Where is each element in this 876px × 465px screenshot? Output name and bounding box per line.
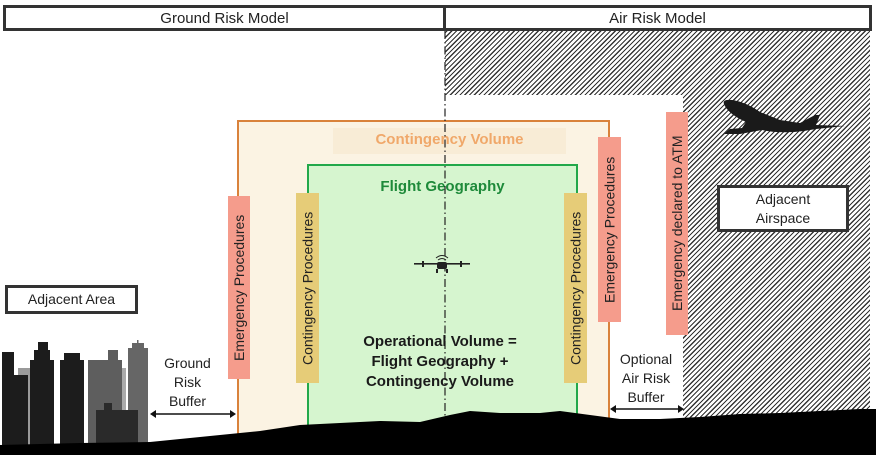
- flight-geography-label: Flight Geography: [380, 178, 505, 195]
- city-skyline-icon: [2, 340, 148, 448]
- center-divider-line: [444, 31, 446, 431]
- emergency-procedures-left: Emergency Procedures: [228, 196, 250, 379]
- ground-risk-buffer-line1: Ground: [164, 355, 211, 371]
- air-risk-buffer-line1: Optional: [619, 351, 673, 367]
- contingency-volume-label-bg: [333, 128, 566, 154]
- operational-volume-line2: Flight Geography +: [371, 353, 509, 370]
- emergency-procedures-right: Emergency Procedures: [598, 137, 621, 322]
- ground-risk-buffer-label: Ground Risk Buffer: [150, 354, 225, 411]
- operational-volume-text: Operational Volume = Flight Geography + …: [340, 332, 540, 392]
- ground-risk-model-header: Ground Risk Model: [3, 5, 446, 31]
- adjacent-airspace-label: Adjacent Airspace: [717, 185, 849, 232]
- air-risk-buffer-line3: Buffer: [627, 389, 665, 405]
- drone-icon: [414, 255, 470, 273]
- air-risk-model-header: Air Risk Model: [443, 5, 872, 31]
- operational-volume-line1: Operational Volume =: [363, 333, 517, 350]
- air-risk-buffer-label: Optional Air Risk Buffer: [608, 350, 684, 407]
- contingency-procedures-left: Contingency Procedures: [296, 193, 319, 383]
- ground-risk-buffer-line3: Buffer: [168, 393, 207, 409]
- air-risk-buffer-line2: Air Risk: [621, 370, 671, 386]
- ground-risk-buffer-arrow: [150, 410, 236, 418]
- ground-risk-buffer-line2: Risk: [173, 374, 202, 390]
- airplane-icon: [723, 99, 845, 134]
- adjacent-airspace-line1: Adjacent: [755, 191, 811, 208]
- operational-volume-line3: Contingency Volume: [365, 373, 515, 390]
- contingency-procedures-right: Contingency Procedures: [564, 193, 587, 383]
- air-risk-buffer-arrow: [610, 405, 684, 413]
- adjacent-area-label: Adjacent Area: [5, 285, 138, 314]
- emergency-declared-atm: Emergency declared to ATM: [666, 112, 688, 335]
- adjacent-airspace-line2: Airspace: [755, 209, 811, 226]
- contingency-volume-label: Contingency Volume: [375, 131, 524, 148]
- ground-terrain: [0, 409, 876, 455]
